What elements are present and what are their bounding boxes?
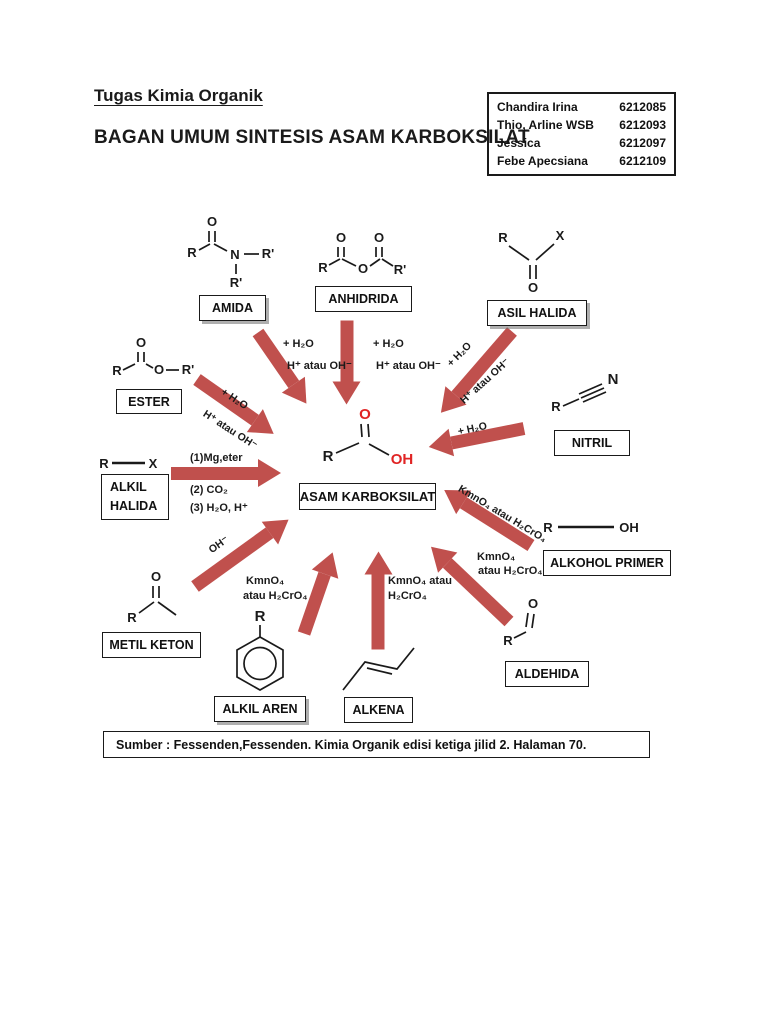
atom-label: O	[528, 280, 538, 295]
alkohol-primer-structure: R OH	[543, 520, 639, 535]
student-id: 6212085	[619, 100, 666, 114]
atom-label: R	[127, 610, 137, 625]
atom-label: R	[255, 608, 266, 625]
page-title: Tugas Kimia Organik	[94, 86, 263, 105]
atom-label: R	[318, 260, 328, 275]
student-row: Chandira Irina 6212085	[497, 98, 666, 116]
atom-label: O	[207, 214, 217, 229]
compound-box-alkil-aren: ALKIL AREN	[214, 696, 306, 722]
rxn-alkena-line1: KmnO₄ atau	[388, 575, 452, 587]
student-id: 6212109	[619, 154, 666, 168]
alkil-halida-structure: R X	[99, 456, 158, 471]
compound-box-alkil-halida: ALKIL HALIDA	[101, 474, 169, 520]
rxn-metil-keton: OH⁻	[206, 533, 231, 556]
rxn-anhidrida-line1: + H₂O	[373, 338, 404, 350]
atom-label: R	[323, 448, 334, 465]
ester-structure: O R O R'	[112, 335, 194, 378]
atom-label: R	[503, 633, 513, 648]
compound-box-asil-halida: ASIL HALIDA	[487, 300, 587, 326]
student-name: Jessica	[497, 136, 541, 150]
rxn-alkil-halida-step1: (1)Mg,eter	[190, 452, 243, 464]
atom-label: O	[359, 406, 371, 423]
anhidrida-structure: O O R O R'	[318, 230, 406, 277]
metil-keton-structure: O R	[127, 569, 177, 625]
atom-label: R	[99, 456, 109, 471]
atom-label: R'	[394, 262, 406, 277]
student-name: Thio, Arline WSB	[497, 118, 594, 132]
atom-label: OH	[619, 520, 639, 535]
asil-halida-structure: R X O	[498, 228, 565, 295]
student-id: 6212093	[619, 118, 666, 132]
arrow-alkil-aren-to-center	[297, 571, 331, 636]
rxn-amida-line1: + H₂O	[283, 338, 314, 350]
compound-box-amida: AMIDA	[199, 295, 266, 321]
student-id: 6212097	[619, 136, 666, 150]
rxn-alkil-halida-step3: (3) H₂O, H⁺	[190, 502, 248, 514]
atom-label: R'	[182, 362, 194, 377]
rxn-alkil-aren-line2: atau H₂CrO₄	[243, 590, 308, 602]
student-name: Febe Apecsiana	[497, 154, 588, 168]
compound-box-aldehida: ALDEHIDA	[505, 661, 589, 687]
student-name: Chandira Irina	[497, 100, 578, 114]
atom-label: R	[551, 399, 561, 414]
nitril-structure: N R	[551, 371, 619, 414]
atom-label: X	[556, 228, 565, 243]
compound-box-anhidrida: ANHIDRIDA	[315, 286, 412, 312]
student-row: Thio, Arline WSB 6212093	[497, 116, 666, 134]
amida-structure: O R N R' R'	[187, 214, 274, 290]
atom-label: OH	[391, 451, 414, 468]
source-box: Sumber : Fessenden,Fessenden. Kimia Orga…	[103, 731, 650, 758]
atom-label: R'	[230, 275, 242, 290]
atom-label: R	[187, 245, 197, 260]
aldehida-structure: O R	[503, 596, 538, 648]
rxn-alkil-aren-line1: KmnO₄	[246, 575, 285, 587]
compound-box-alkena: ALKENA	[344, 697, 413, 723]
student-row: Febe Apecsiana 6212109	[497, 152, 666, 170]
page-subtitle: BAGAN UMUM SINTESIS ASAM KARBOKSILAT	[94, 127, 530, 148]
arrow-alkil-halida-to-center	[171, 459, 281, 487]
alkena-structure	[342, 647, 415, 691]
student-row: Jessica 6212097	[497, 134, 666, 152]
atom-label: O	[151, 569, 161, 584]
rxn-aldehida-line2: atau H₂CrO₄	[478, 565, 543, 577]
compound-box-metil-keton: METIL KETON	[102, 632, 201, 658]
center-box-asam-karboksilat: ASAM KARBOKSILAT	[299, 483, 436, 510]
compound-box-nitril: NITRIL	[554, 430, 630, 456]
atom-label: N	[608, 371, 619, 388]
compound-label-line: HALIDA	[110, 499, 158, 513]
atom-label: O	[154, 362, 164, 377]
atom-label: R	[543, 520, 553, 535]
atom-label: R	[498, 230, 508, 245]
rxn-aldehida-line1: KmnO₄	[477, 551, 516, 563]
atom-label: O	[374, 230, 384, 245]
atom-label: O	[136, 335, 146, 350]
asam-karboksilat-structure: O R OH	[323, 406, 414, 468]
rxn-alkil-halida-step2: (2) CO₂	[190, 484, 228, 496]
rxn-amida-line2: H⁺ atau OH⁻	[287, 360, 352, 372]
rxn-asil-halida-line1: + H₂O	[444, 339, 475, 370]
atom-label: R	[112, 363, 122, 378]
arrow-alkena-to-center	[371, 574, 385, 649]
compound-label-line: ALKIL	[110, 480, 147, 494]
atom-label: N	[230, 247, 239, 262]
atom-label: R'	[262, 246, 274, 261]
atom-label: O	[336, 230, 346, 245]
rxn-alkena-line2: H₂CrO₄	[388, 590, 427, 602]
atom-label: O	[528, 596, 538, 611]
rxn-anhidrida-line2: H⁺ atau OH⁻	[376, 360, 441, 372]
students-box: Chandira Irina 6212085 Thio, Arline WSB …	[487, 92, 676, 176]
compound-box-alkohol-primer: ALKOHOL PRIMER	[543, 550, 671, 576]
compound-box-ester: ESTER	[116, 389, 182, 414]
atom-label: X	[149, 456, 158, 471]
atom-label: O	[358, 261, 368, 276]
alkil-aren-structure: R	[236, 608, 284, 691]
